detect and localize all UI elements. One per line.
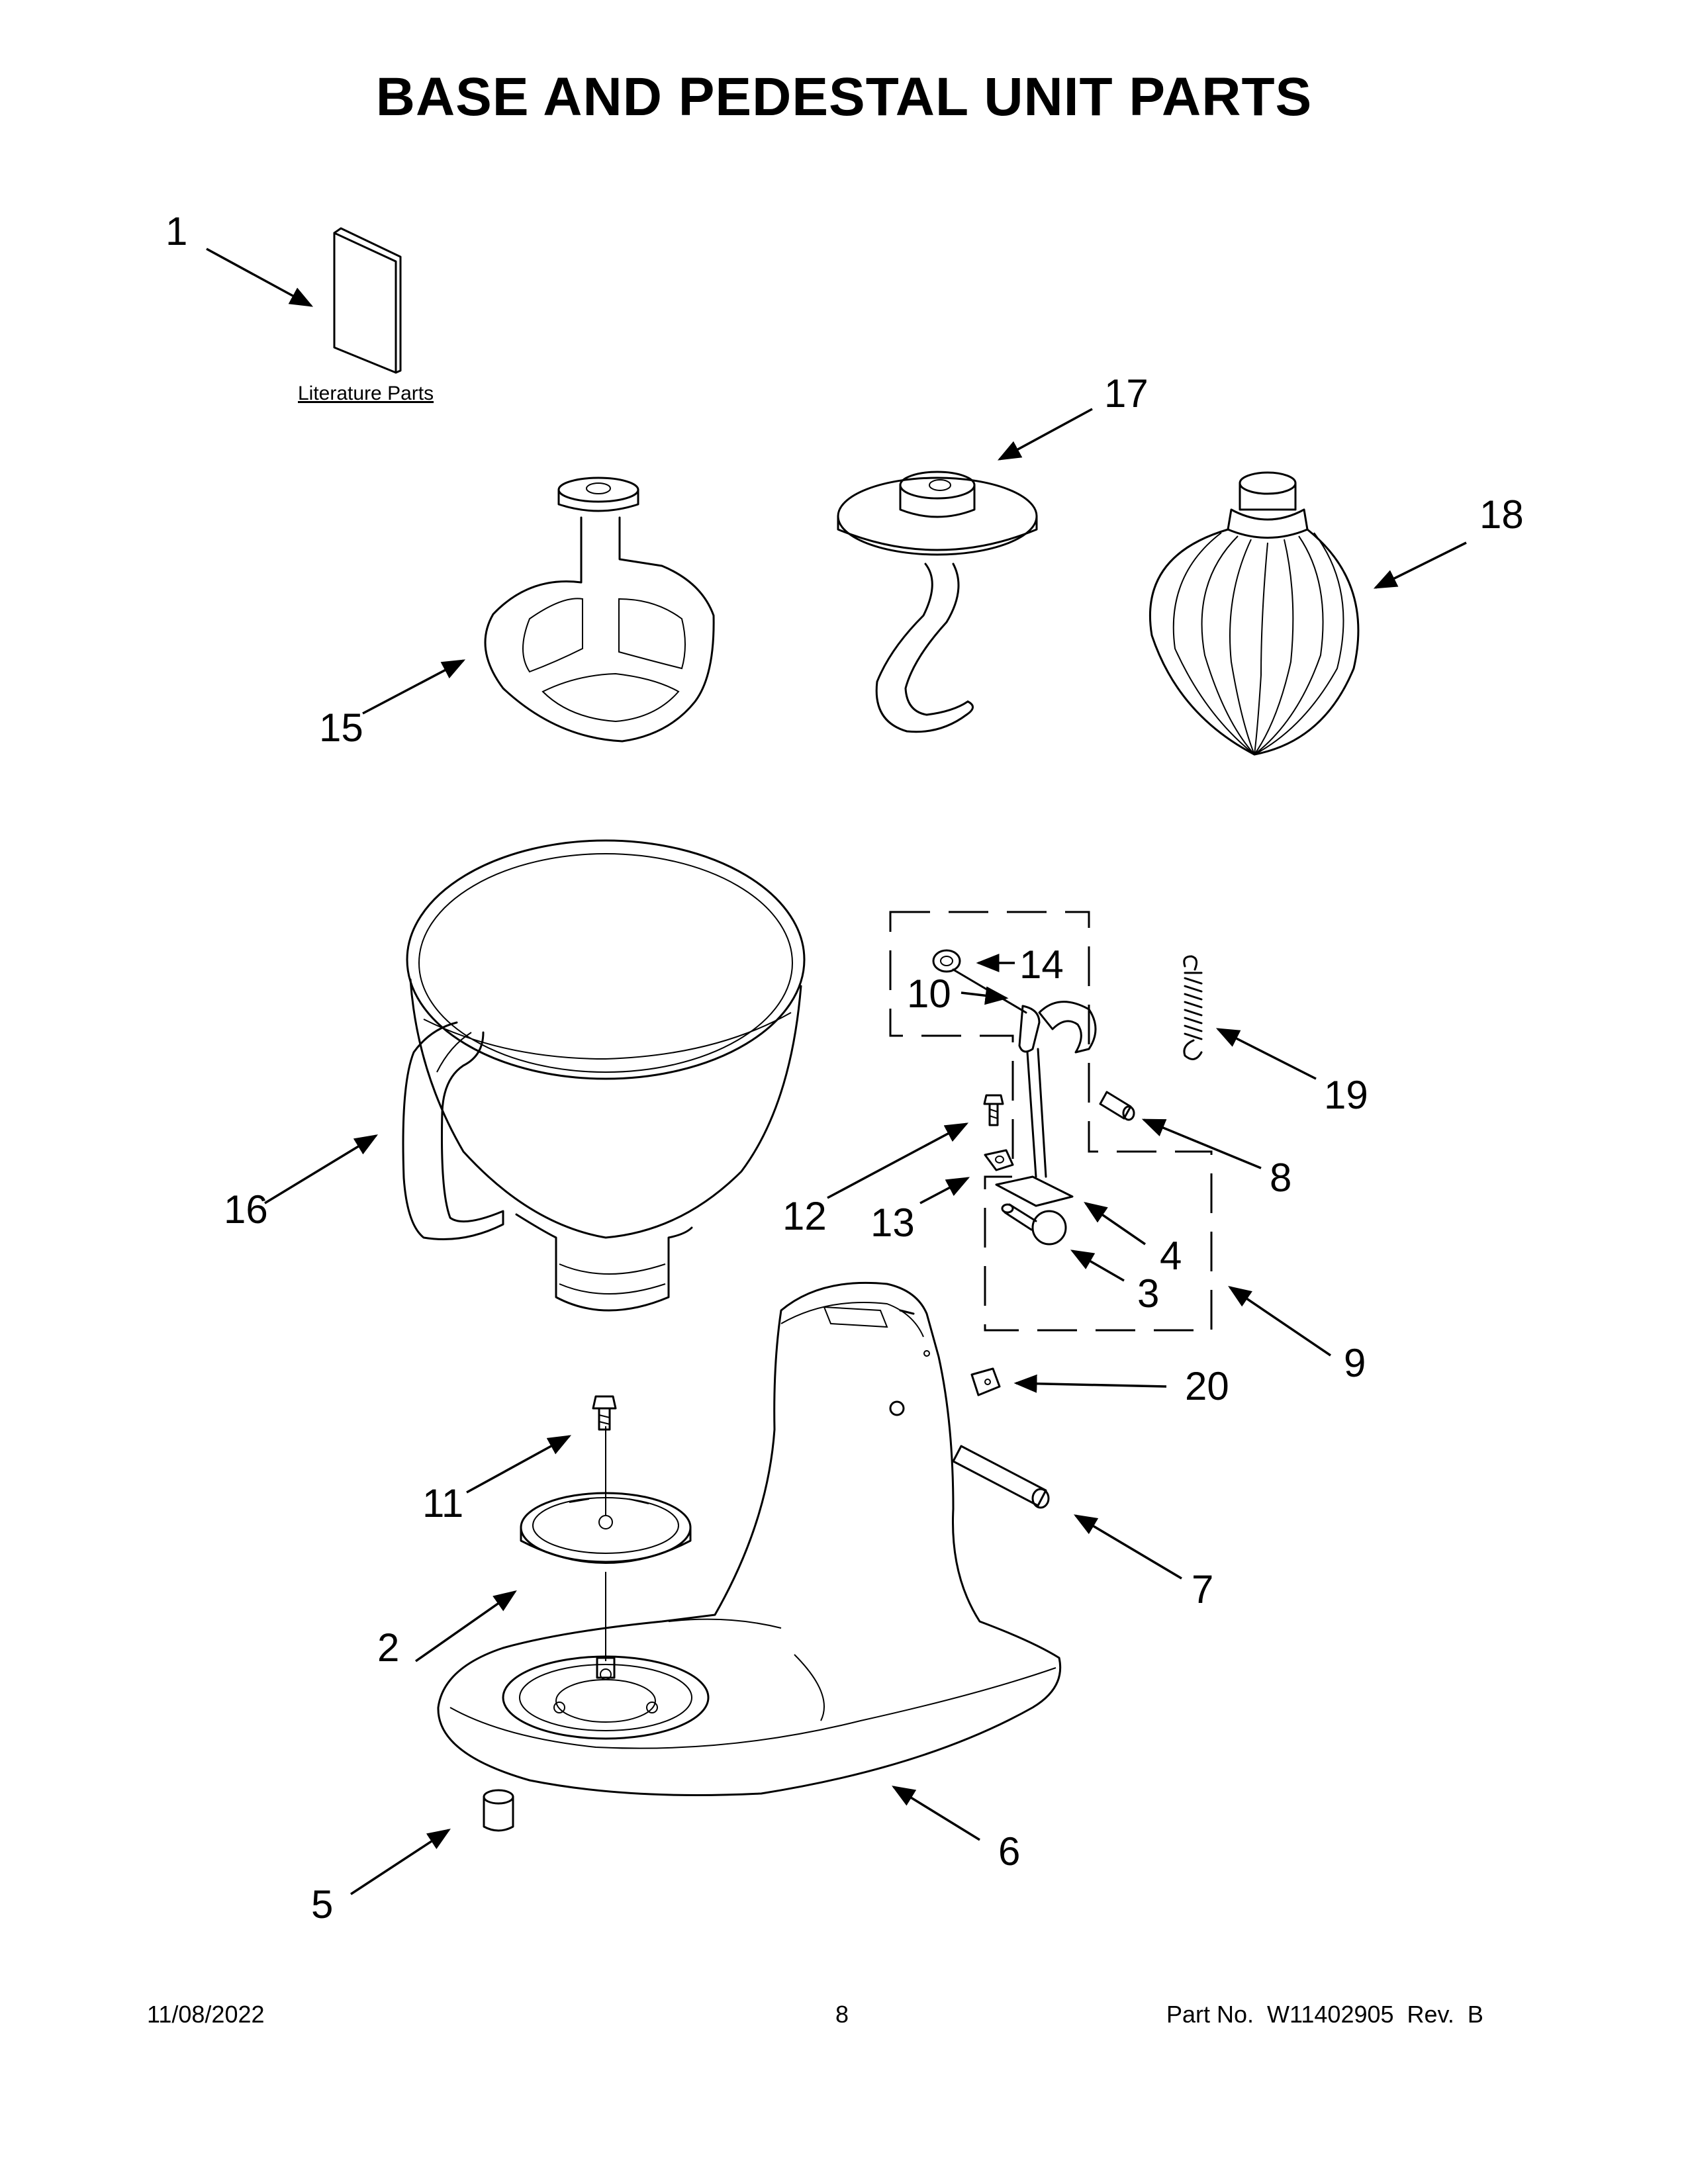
arrow-17 [997, 408, 1093, 461]
arrow-16 [264, 1134, 378, 1205]
arrow-3 [1070, 1250, 1125, 1282]
callout-7: 7 [1192, 1567, 1214, 1612]
callout-20: 20 [1185, 1364, 1229, 1408]
clamp-rod-part [952, 968, 1097, 1207]
callout-18: 18 [1479, 492, 1524, 537]
footer-date: 11/08/2022 [147, 2001, 265, 2028]
hinge-pin-part [952, 1445, 1050, 1509]
arrow-19 [1215, 1028, 1317, 1080]
callout-5: 5 [311, 1882, 334, 1927]
foot-part [483, 1789, 514, 1832]
callout-12: 12 [782, 1194, 827, 1238]
arrow-8 [1141, 1118, 1262, 1169]
clamp-knob-part [1001, 1203, 1067, 1246]
literature-booklet [333, 227, 402, 374]
literature-parts-label: Literature Parts [298, 383, 434, 404]
arrow-20 [1013, 1374, 1167, 1393]
arrow-6 [892, 1786, 980, 1841]
arrow-10 [961, 986, 1009, 1005]
spring-part [1183, 955, 1203, 1060]
callout-19: 19 [1324, 1073, 1368, 1117]
clip-13-part [984, 1149, 1014, 1171]
plate-20-part [970, 1367, 1001, 1396]
wire-whip-part [1149, 471, 1360, 756]
base-plate-part [520, 1426, 692, 1679]
callout-14: 14 [1019, 942, 1064, 987]
cap-part [932, 949, 961, 973]
mixing-bowl-part [402, 839, 806, 1312]
arrow-5 [350, 1829, 451, 1895]
page-title: BASE AND PEDESTAL UNIT PARTS [375, 67, 1313, 127]
callout-13: 13 [870, 1201, 915, 1245]
callout-6: 6 [998, 1829, 1021, 1874]
arrow-18 [1373, 541, 1467, 589]
arrow-9 [1228, 1286, 1331, 1357]
callout-3: 3 [1137, 1271, 1160, 1316]
pin-8-part [1099, 1091, 1135, 1121]
screw-11-part [592, 1395, 617, 1431]
arrow-15 [362, 659, 466, 715]
callout-1: 1 [165, 209, 188, 253]
callout-17: 17 [1104, 371, 1149, 416]
footer-part-number: Part No. W11402905 Rev. B [1166, 2001, 1483, 2028]
callout-15: 15 [319, 705, 363, 750]
callout-9: 9 [1344, 1341, 1366, 1385]
arrow-1 [206, 248, 314, 307]
arrow-7 [1073, 1514, 1182, 1580]
assembly-9-dashed-outline [889, 911, 1213, 1332]
arrow-12 [827, 1122, 969, 1199]
screw-12-part [983, 1094, 1004, 1126]
arrow-2 [414, 1590, 517, 1662]
arrow-13 [919, 1177, 970, 1205]
callout-10: 10 [907, 972, 951, 1016]
callout-2: 2 [377, 1625, 400, 1670]
dough-hook-part [837, 471, 1038, 733]
arrow-4 [1084, 1202, 1146, 1246]
pedestal-base-part [437, 1281, 1062, 1796]
arrow-11 [466, 1435, 572, 1494]
flat-beater-part [484, 477, 715, 743]
callout-16: 16 [224, 1187, 268, 1232]
footer-page-number: 8 [835, 2001, 849, 2028]
callout-11: 11 [422, 1481, 464, 1525]
callout-8: 8 [1270, 1156, 1292, 1200]
callout-4: 4 [1160, 1234, 1182, 1278]
